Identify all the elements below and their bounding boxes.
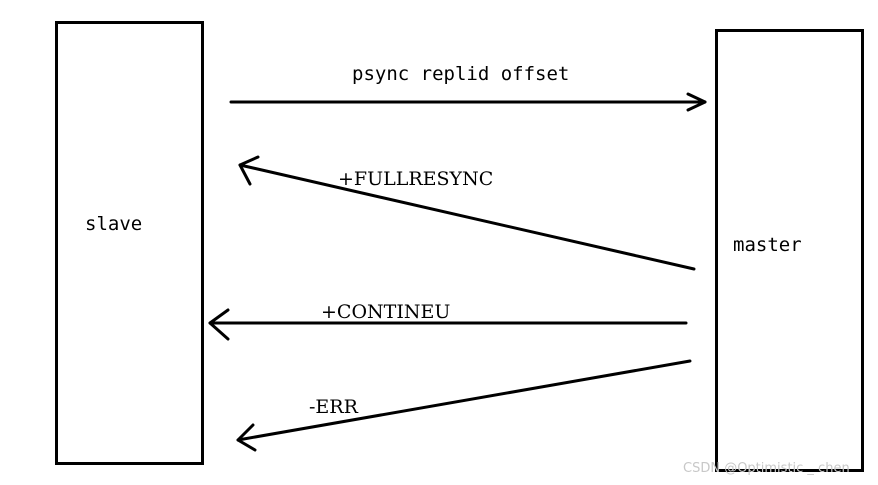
fullresync-message-label: +FULLRESYNC	[338, 168, 494, 190]
continue-arrow	[208, 308, 688, 341]
continue-message-label: +CONTINEU	[321, 301, 451, 323]
slave-node-label: slave	[85, 213, 143, 235]
slave-node-box	[55, 21, 204, 465]
psync-message-label: psync replid offset	[352, 63, 570, 85]
master-node-label: master	[733, 234, 802, 256]
err-message-label: -ERR	[309, 396, 358, 418]
fullresync-arrow	[238, 155, 696, 271]
master-node-box	[715, 29, 864, 472]
watermark: CSDN @Optimistic _ chen	[683, 461, 850, 476]
err-arrow	[236, 359, 692, 452]
psync-arrow	[229, 92, 707, 112]
